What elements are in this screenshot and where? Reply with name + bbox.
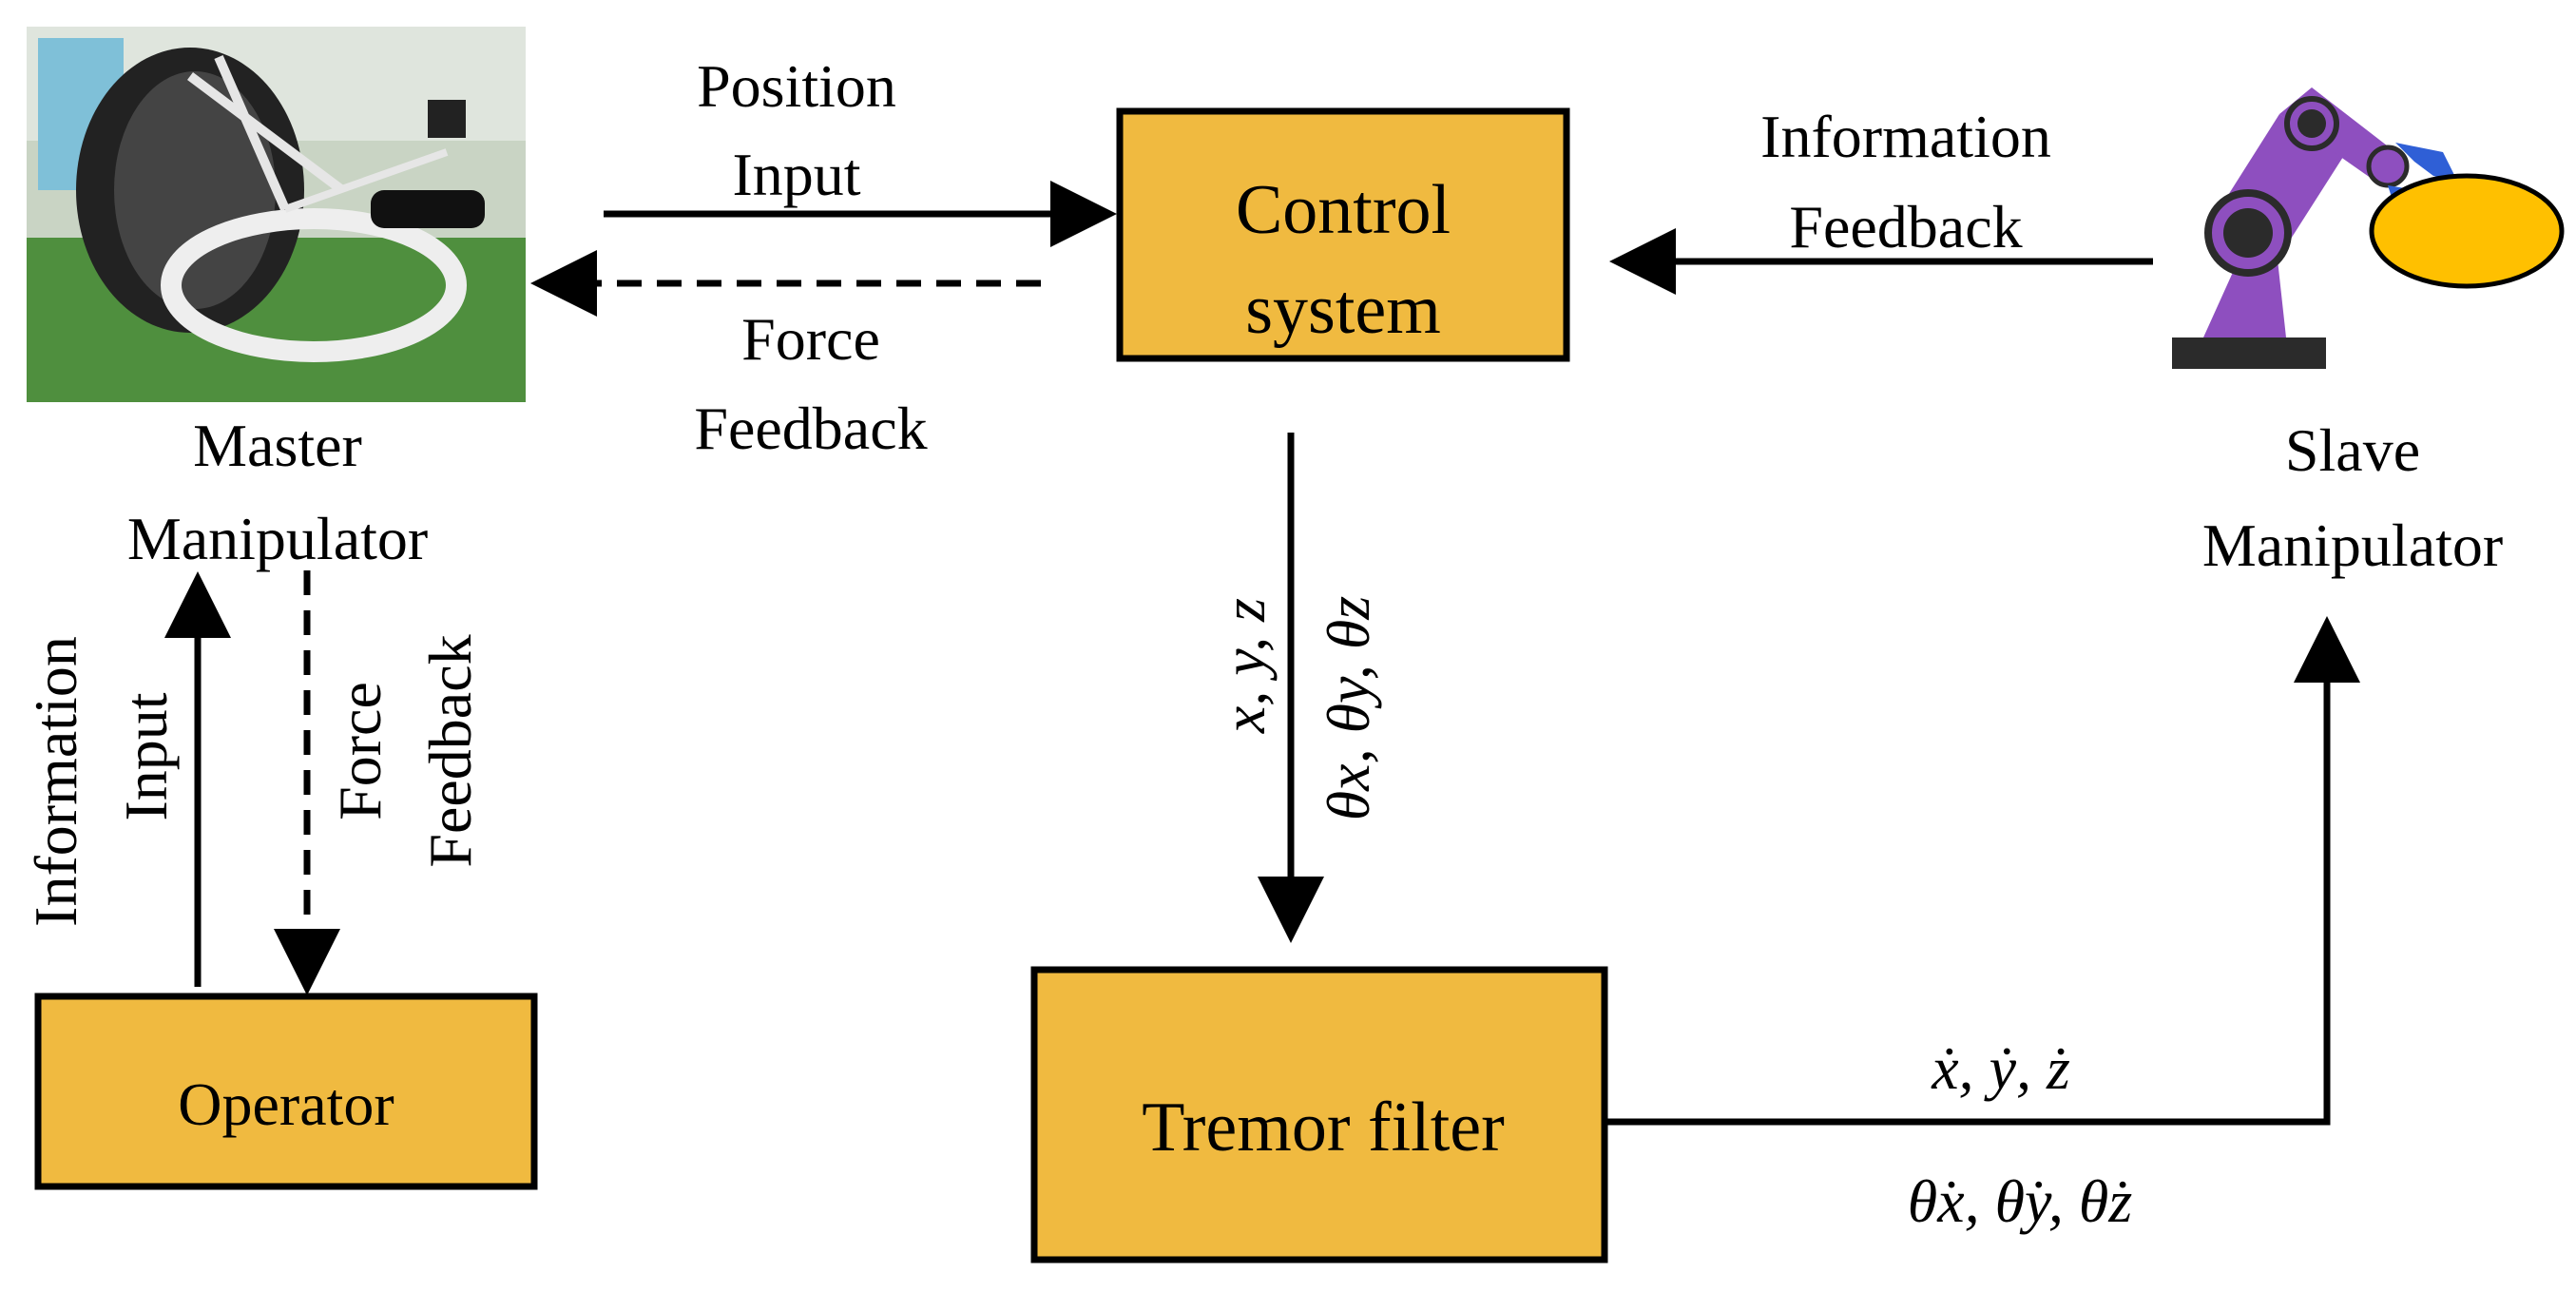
- master-label-line1: Master: [193, 412, 362, 479]
- robot-arm-icon: [2172, 87, 2565, 369]
- slave-label-line2: Manipulator: [2202, 511, 2503, 579]
- tremor-to-slave-arrow: [1605, 616, 2360, 1126]
- force-feedback-side-label-line2: Feedback: [416, 634, 484, 867]
- force-feedback-top-label-line2: Feedback: [694, 395, 927, 462]
- xyz-dot-label: ẋ, ẏ, ż: [1931, 1034, 2070, 1102]
- operator-block: [34, 993, 538, 1190]
- thetas-dot-label: θ̇x, θ̇y, θ̇z: [1908, 1167, 2133, 1235]
- thetas-label: θx, θy, θz: [1315, 596, 1382, 821]
- position-input-label-line2: Input: [732, 141, 860, 208]
- info-feedback-label-line2: Feedback: [1789, 193, 2022, 260]
- info-input-label-line2: Input: [112, 692, 180, 820]
- control-system-block: [1116, 107, 1570, 362]
- position-input-label-line1: Position: [697, 52, 896, 120]
- operator-label: Operator: [178, 1070, 394, 1138]
- control-system-label-line1: Control: [1236, 171, 1451, 249]
- info-feedback-label-line1: Information: [1760, 103, 2051, 170]
- tremor-filter-block: [1030, 966, 1608, 1263]
- control-system-label-line2: system: [1245, 271, 1441, 349]
- master-label-line2: Manipulator: [127, 505, 428, 572]
- tremor-filter-label: Tremor filter: [1142, 1089, 1505, 1167]
- master-manipulator-photo: [27, 27, 526, 402]
- xyz-label: x, y, z: [1210, 598, 1278, 734]
- info-input-label-line1: Information: [22, 636, 89, 927]
- force-feedback-side-label-line1: Force: [326, 682, 394, 820]
- slave-label-line1: Slave: [2285, 416, 2420, 484]
- force-feedback-top-label-line1: Force: [741, 305, 880, 373]
